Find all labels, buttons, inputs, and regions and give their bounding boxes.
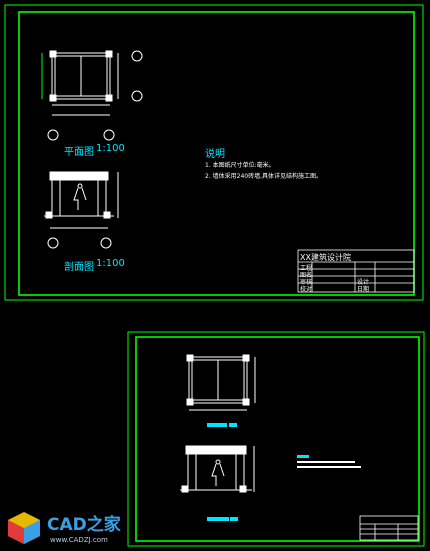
section-axis-markers (47, 237, 112, 249)
title-block-row-1: 工程 (300, 265, 313, 272)
section2-label-bar (207, 517, 238, 521)
plan-view-scale: 1:100 (96, 143, 125, 154)
sheet2-outer-frame (127, 331, 425, 547)
title-block-row-2: 图名 (300, 272, 313, 279)
note-line-2: 2. 墙体采用240砖墙,具体详见结构施工图。 (205, 173, 322, 180)
watermark-brand: CAD之家 (47, 515, 121, 535)
cadzj-logo-icon (8, 512, 40, 544)
sheet2-title-block (359, 515, 419, 541)
title-block-row-6: 日期 (357, 286, 370, 293)
title-block-row-5: 校对 (300, 286, 313, 293)
title-block-row-3: 审核 (300, 279, 313, 286)
section-view-scale: 1:100 (96, 258, 125, 269)
notes-title: 说明 (205, 149, 225, 160)
plan2-label-bar (207, 423, 237, 427)
sheet1-outer-frame (4, 4, 424, 301)
sheet2-notes (297, 455, 361, 468)
section-view-title: 剖面图 (64, 262, 94, 273)
title-block-header: XX建筑设计院 (300, 253, 351, 262)
section-view (44, 171, 119, 229)
plan-view-title: 平面图 (64, 147, 94, 158)
note-line-1: 1. 本图纸尺寸单位:毫米。 (205, 162, 275, 169)
title-block-row-4: 设计 (357, 279, 370, 286)
plan-view (41, 50, 119, 116)
watermark-url: www.CADZJ.com (50, 536, 108, 544)
section-view-2 (180, 445, 255, 493)
plan-axis-markers (47, 50, 143, 141)
sheet2-inner-frame (135, 336, 420, 542)
sheet1-title-block (297, 249, 415, 293)
plan-view-2 (186, 354, 256, 411)
sheet1-inner-frame (18, 11, 415, 296)
